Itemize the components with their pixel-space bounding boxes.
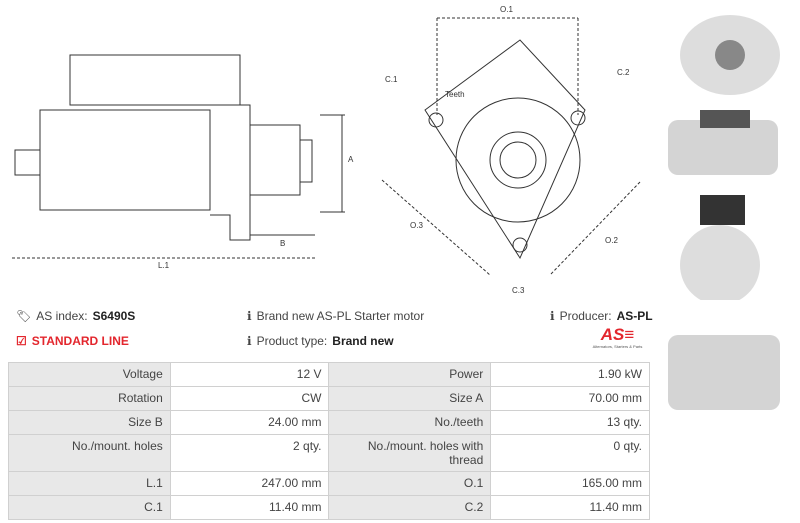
side-view-drawing [12,54,345,259]
spec-label: Size A [328,386,492,411]
dim-c1: C.1 [385,75,398,84]
dim-teeth: Teeth [445,90,465,99]
dim-c2: C.2 [617,68,630,77]
description: ℹ Brand new AS-PL Starter motor [247,309,425,323]
spec-label: O.1 [328,471,492,496]
standard-line-badge: ☑ STANDARD LINE [16,334,129,348]
spec-label: L.1 [8,471,171,496]
spec-value: 24.00 mm [169,410,330,435]
spec-label: C.2 [328,495,492,520]
spec-value: 2 qty. [169,434,330,472]
info-icon: ℹ [247,309,252,323]
spec-label: Power [328,362,492,387]
spec-value: 11.40 mm [490,495,650,520]
spec-label: Voltage [8,362,171,387]
spec-value: 0 qty. [490,434,650,472]
dim-l1: L.1 [158,261,170,270]
dim-o2: O.2 [605,236,618,245]
dim-o3: O.3 [410,221,423,230]
spec-value: CW [169,386,330,411]
spec-label: Size B [8,410,171,435]
spec-label: C.1 [8,495,171,520]
product-photo-front[interactable] [680,15,780,95]
spec-value: 165.00 mm [490,471,650,496]
spec-value: 11.40 mm [169,495,330,520]
spec-label: Rotation [8,386,171,411]
product-photo-side[interactable] [668,110,778,175]
as-pl-logo: AS≡ Alternators, Starters & Parts [592,325,643,350]
checkbox-icon: ☑ [16,334,27,348]
as-index: 🏷 AS index: S6490S [16,309,136,323]
technical-drawings: A B L.1 O.1 O.3 O.2 C.1 C.2 C.3 Teeth [12,5,780,300]
spec-value: 247.00 mm [169,471,330,496]
spec-value: 13 qty. [490,410,650,435]
spec-value: 1.90 kW [490,362,650,387]
spec-label: No./teeth [328,410,492,435]
product-photos [668,15,780,300]
spec-label: No./mount. holes with thread [328,434,492,472]
producer: ℹ Producer: AS-PL [550,309,653,323]
spec-value: 12 V [169,362,330,387]
product-photo-rear[interactable] [680,195,760,300]
tag-icon: 🏷 [16,309,32,323]
product-type: ℹ Product type: Brand new [247,334,394,348]
spec-label: No./mount. holes [8,434,171,472]
dim-c3: C.3 [512,286,525,295]
dim-a: A [348,155,354,164]
product-photo-angled[interactable] [668,335,780,410]
dim-o1: O.1 [500,5,513,14]
front-view-drawing [381,17,641,276]
dim-b: B [280,239,285,248]
info-icon: ℹ [247,334,252,348]
as-index-value: S6490S [92,309,136,323]
info-icon: ℹ [550,309,555,323]
spec-value: 70.00 mm [490,386,650,411]
